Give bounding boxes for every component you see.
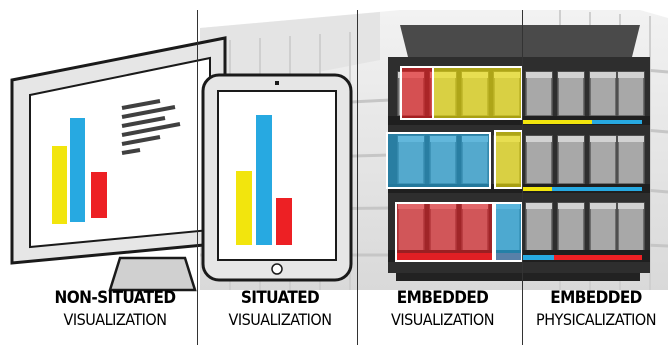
monitor-bar-red (91, 172, 107, 218)
product-box (557, 71, 585, 117)
bar-chart-icon (236, 115, 292, 245)
caption-situated: SITUATED VISUALIZATION (205, 290, 355, 328)
product-box (617, 71, 645, 117)
caption-embedded-visualization: EMBEDDED VISUALIZATION (365, 290, 520, 328)
product-box (557, 202, 585, 252)
store-shelf-icon (386, 25, 650, 281)
product-box-top (558, 203, 584, 209)
caption-non-situated: NON-SITUATED VISUALIZATION (30, 290, 200, 328)
product-box (557, 135, 585, 185)
product-box (589, 135, 617, 185)
caption-line-1: SITUATED (240, 288, 320, 308)
product-box-top (618, 72, 644, 78)
tablet-bar-blue (256, 115, 272, 245)
caption-line-1: NON-SITUATED (54, 288, 176, 308)
caption-line-2: PHYSICALIZATION (536, 310, 656, 329)
product-box-top (526, 203, 552, 209)
bar-chart-icon (52, 118, 107, 224)
product-box (525, 135, 553, 185)
product-box (525, 202, 553, 252)
caption-line-2: VISUALIZATION (391, 310, 494, 329)
product-box-top (526, 136, 552, 142)
product-box-top (558, 72, 584, 78)
caption-line-1: EMBEDDED (396, 288, 489, 308)
product-box (617, 135, 645, 185)
product-box (589, 202, 617, 252)
monitor-bar-blue (70, 118, 85, 222)
divider-3 (522, 10, 523, 345)
product-box-top (618, 136, 644, 142)
caption-line-2: VISUALIZATION (228, 310, 332, 329)
product-box-top (590, 72, 616, 78)
product-box-top (618, 203, 644, 209)
product-box-top (590, 136, 616, 142)
embedded-overlays (386, 66, 523, 262)
product-box (617, 202, 645, 252)
product-box-top (526, 72, 552, 78)
caption-embedded-physicalization: EMBEDDED PHYSICALIZATION (524, 290, 668, 328)
divider-2 (357, 10, 358, 345)
tablet-bar-yellow (236, 171, 252, 245)
desktop-monitor-icon (10, 36, 227, 292)
text-lines-icon (121, 99, 181, 155)
caption-line-2: VISUALIZATION (63, 310, 167, 329)
caption-line-1: EMBEDDED (550, 288, 642, 308)
tablet-icon (201, 73, 353, 282)
product-box-top (590, 203, 616, 209)
monitor-bar-yellow (52, 146, 67, 224)
product-box-top (558, 136, 584, 142)
product-box (525, 71, 553, 117)
divider-1 (197, 10, 198, 345)
tablet-bar-red (276, 198, 292, 245)
product-box (589, 71, 617, 117)
